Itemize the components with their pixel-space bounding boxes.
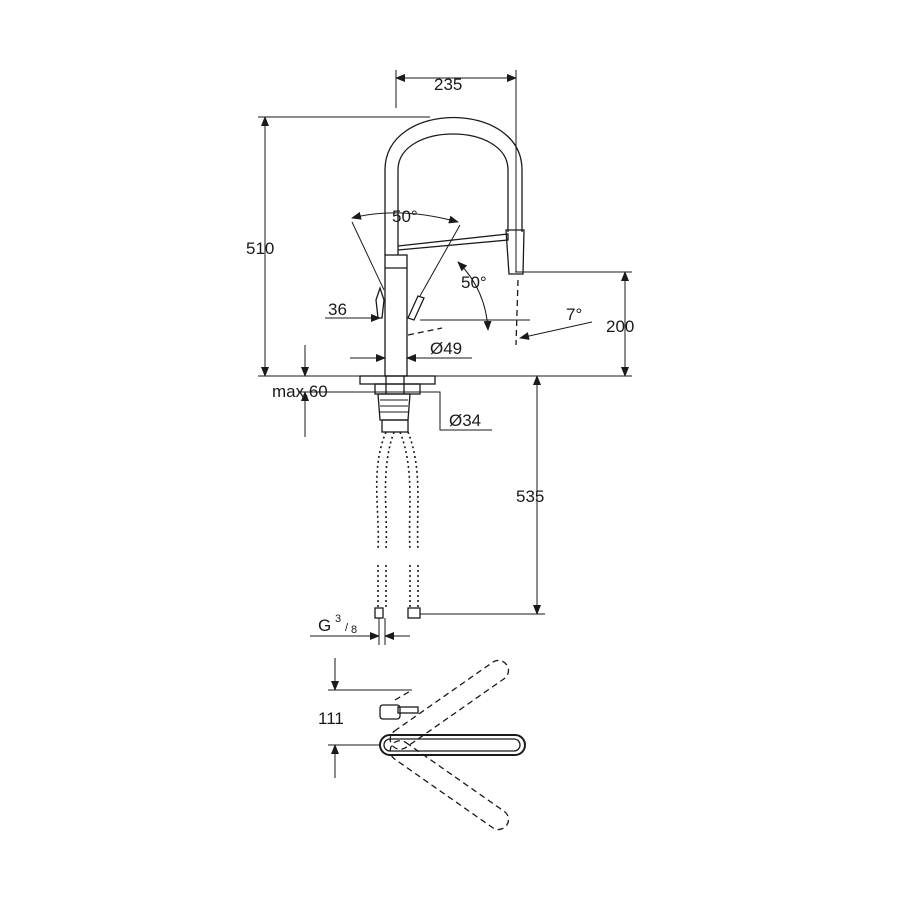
label-spray-angle: 50° [461, 273, 487, 292]
label-handle-offset: 36 [328, 300, 347, 319]
label-hose-length: 535 [516, 487, 544, 506]
label-handle-angle: 50° [392, 207, 418, 226]
dimension-spray-angle: 50° [420, 261, 530, 331]
faucet-side-view [375, 117, 525, 377]
dimension-body-diameter: Ø49 [350, 339, 472, 362]
label-spout-reach: 235 [434, 75, 462, 94]
dimension-handle-offset: 36 [325, 300, 381, 322]
label-total-height: 510 [246, 239, 274, 258]
dimension-spout-height: 200 [515, 271, 634, 377]
dimension-handle-angle: 50° [351, 207, 461, 297]
label-spout-height: 200 [606, 317, 634, 336]
label-max-thickness: max.60 [272, 382, 328, 401]
label-top-view-depth: 111 [318, 709, 344, 728]
supply-hoses [374, 431, 421, 645]
label-body-diameter: Ø49 [430, 339, 462, 358]
dimension-max-thickness: max.60 [272, 345, 360, 437]
dimension-spray-tilt: 7° [519, 305, 593, 340]
mounting-assembly [350, 375, 440, 433]
label-spray-tilt: 7° [566, 305, 582, 324]
label-thread-slash: / [345, 622, 349, 634]
label-thread-den: 8 [351, 624, 357, 636]
dimension-top-view-depth: 111 [318, 658, 412, 778]
label-thread-g: G [318, 616, 331, 635]
label-thread-num: 3 [335, 613, 341, 625]
label-hole-diameter: Ø34 [449, 411, 481, 430]
dimension-total-height: 510 [246, 116, 430, 377]
dimension-hole-diameter: Ø34 [412, 391, 492, 431]
dimension-hose-length: 535 [420, 375, 545, 615]
faucet-top-view [379, 659, 526, 831]
dimension-spout-reach: 235 [395, 70, 517, 272]
dimension-thread: G 3 / 8 [310, 613, 410, 640]
